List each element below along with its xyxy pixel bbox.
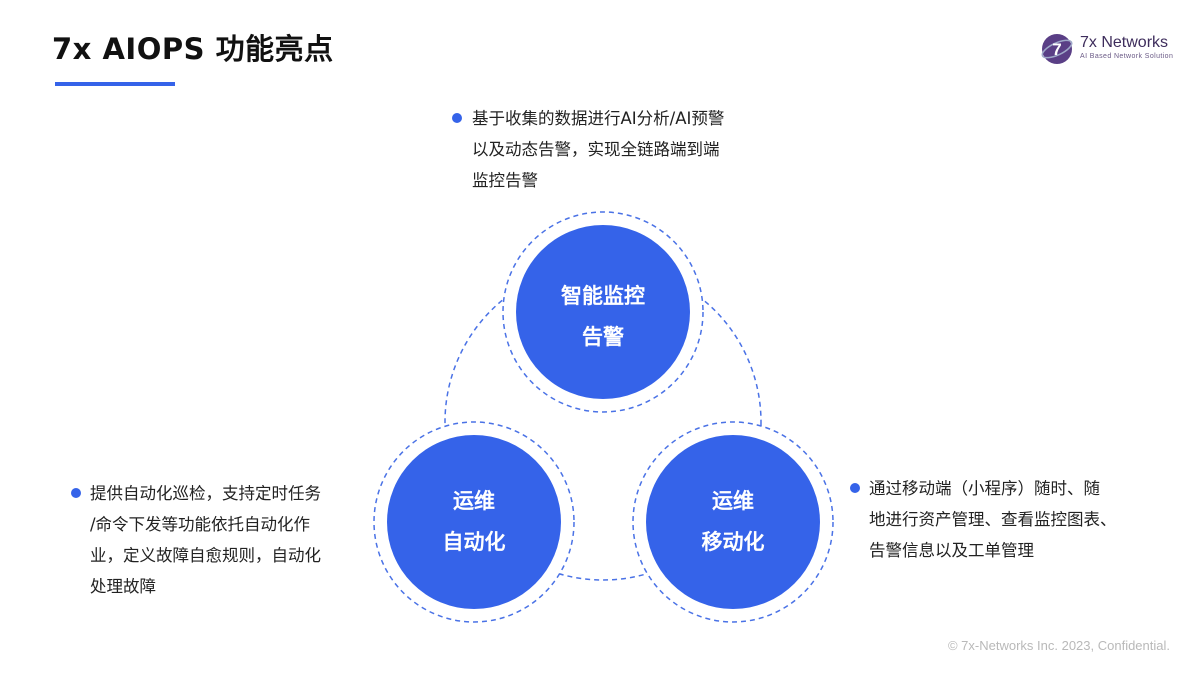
bullet-left-line-4: 处理故障 — [90, 577, 156, 596]
bullet-right-dot — [850, 483, 860, 493]
logo-name: 7x Networks — [1080, 34, 1169, 51]
bullet-right-line-3: 告警信息以及工单管理 — [869, 541, 1034, 560]
node-automation-dashed-ring — [373, 421, 575, 623]
company-logo: 7 7x Networks AI Based Network Solution — [1040, 30, 1180, 66]
bullet-left-text: 提供自动化巡检，支持定时任务 /命令下发等功能依托自动化作 业，定义故障自愈规则… — [90, 478, 321, 602]
bullet-top-text: 基于收集的数据进行AI分析/AI预警 以及动态告警，实现全链路端到端 监控告警 — [472, 103, 724, 196]
node-monitoring-circle — [516, 225, 690, 399]
bullet-left-line-3: 业，定义故障自愈规则，自动化 — [90, 546, 321, 565]
bullet-right-text: 通过移动端（小程序）随时、随 地进行资产管理、查看监控图表、 告警信息以及工单管… — [869, 473, 1117, 566]
node-mobile-label: 运维 移动化 — [653, 481, 813, 563]
node-automation-circle — [387, 435, 561, 609]
title-underline — [55, 82, 175, 86]
node-automation-line-2: 自动化 — [442, 530, 506, 554]
logo-mark-icon: 7 — [1041, 34, 1073, 64]
bullet-left-dot — [71, 488, 81, 498]
footer-copyright: © 7x-Networks Inc. 2023, Confidential. — [947, 638, 1170, 653]
bullet-top-dot — [452, 113, 462, 123]
node-monitoring-dashed-ring — [502, 211, 704, 413]
node-mobile-line-1: 运维 — [712, 489, 754, 513]
page-title: 7x AIOPS 功能亮点 — [52, 32, 334, 66]
node-monitoring-line-2: 告警 — [582, 325, 624, 349]
bullet-left-line-2: /命令下发等功能依托自动化作 — [90, 515, 311, 534]
node-automation-label: 运维 自动化 — [394, 481, 554, 563]
node-mobile-circle — [646, 435, 820, 609]
node-mobile-dashed-ring — [632, 421, 834, 623]
bullet-right-line-1: 通过移动端（小程序）随时、随 — [869, 479, 1100, 498]
logo-tagline: AI Based Network Solution — [1080, 53, 1174, 60]
node-mobile-line-2: 移动化 — [701, 530, 765, 554]
bullet-top-line-3: 监控告警 — [472, 171, 538, 190]
node-monitoring-line-1: 智能监控 — [561, 284, 645, 308]
bullet-left-line-1: 提供自动化巡检，支持定时任务 — [90, 484, 321, 503]
connecting-ring — [444, 263, 762, 581]
logo-mark-text: 7 — [1052, 40, 1061, 59]
bullet-right-line-2: 地进行资产管理、查看监控图表、 — [869, 510, 1117, 529]
node-automation-line-1: 运维 — [453, 489, 495, 513]
bullet-top-line-2: 以及动态告警，实现全链路端到端 — [472, 140, 720, 159]
bullet-top-line-1: 基于收集的数据进行AI分析/AI预警 — [472, 109, 725, 128]
node-monitoring-label: 智能监控 告警 — [523, 276, 683, 358]
